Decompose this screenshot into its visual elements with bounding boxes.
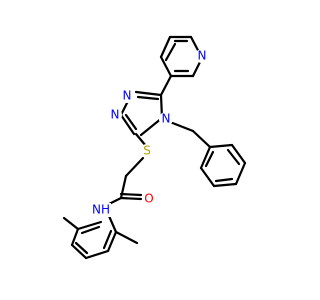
structure-diagram: N N N N S O NH [62, 35, 247, 260]
svg-text:N: N [198, 49, 207, 63]
svg-text:N: N [123, 89, 132, 103]
atom-sulfur: S [140, 144, 154, 158]
benzyl-group [168, 120, 247, 188]
atom-triazole-n1: N [120, 89, 134, 103]
svg-text:NH: NH [92, 203, 110, 217]
molecule-canvas: N N N N S O NH [62, 35, 247, 260]
atom-pyridine-n: N [195, 49, 209, 63]
atom-amide-nh: NH [91, 203, 111, 217]
svg-text:O: O [144, 192, 153, 206]
dimethylphenyl-ring [62, 214, 139, 260]
atom-triazole-n2: N [108, 108, 122, 122]
bond-pyridine-triazole [159, 74, 173, 97]
thioether-linker [107, 132, 148, 206]
atom-triazole-n4: N [159, 112, 173, 126]
svg-text:S: S [143, 144, 151, 158]
svg-text:N: N [162, 112, 171, 126]
atom-carbonyl-o: O [142, 192, 156, 206]
svg-text:N: N [111, 108, 120, 122]
